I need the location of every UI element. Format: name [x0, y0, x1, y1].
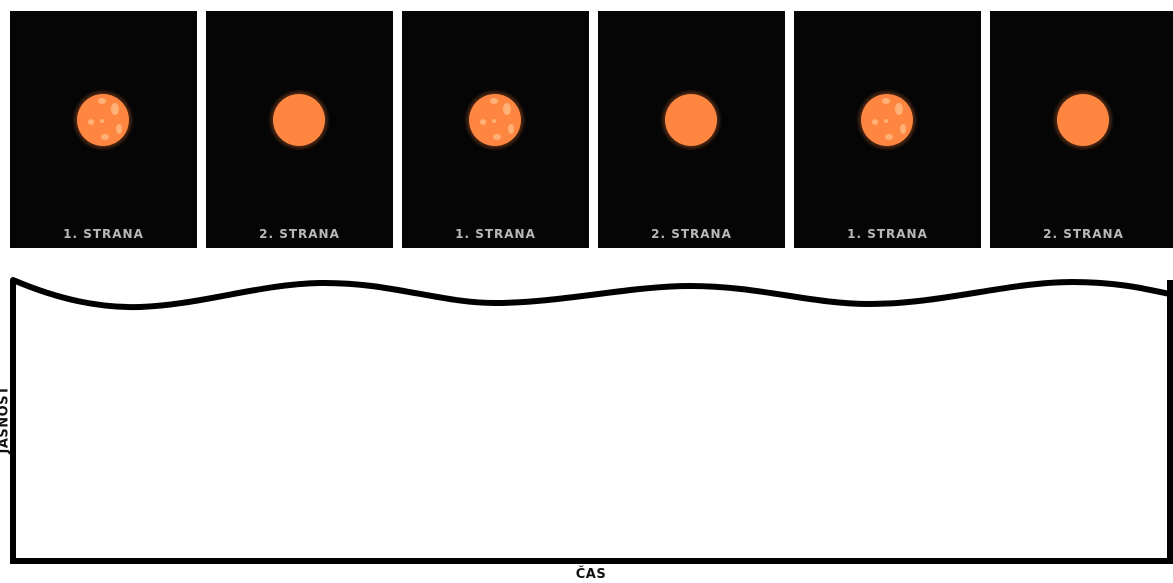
star-icon	[856, 89, 918, 151]
x-axis-label: ČAS	[575, 567, 607, 582]
star-icon	[464, 89, 526, 151]
star-panel-2: 2. STRANA	[206, 11, 393, 248]
star-icon	[660, 89, 722, 151]
light-curve-plot	[10, 277, 1173, 564]
brightness-curve	[10, 277, 1173, 311]
panel-label: 2. STRANA	[259, 227, 340, 241]
star-icon	[268, 89, 330, 151]
panel-label: 1. STRANA	[455, 227, 536, 241]
panel-label: 2. STRANA	[651, 227, 732, 241]
star-panel-5: 1. STRANA	[794, 11, 981, 248]
star-icon	[1052, 89, 1114, 151]
panel-label: 1. STRANA	[847, 227, 928, 241]
starspot	[503, 103, 511, 115]
y-axis-label: JASNOST	[0, 385, 12, 454]
plot-frame	[10, 280, 1173, 564]
panel-label: 2. STRANA	[1043, 227, 1124, 241]
star-panel-6: 2. STRANA	[990, 11, 1173, 248]
star-panel-4: 2. STRANA	[598, 11, 785, 248]
starspot	[111, 103, 119, 115]
panel-label: 1. STRANA	[63, 227, 144, 241]
starspot	[895, 103, 903, 115]
star-panel-1: 1. STRANA	[10, 11, 197, 248]
star-panel-3: 1. STRANA	[402, 11, 589, 248]
star-icon	[72, 89, 134, 151]
